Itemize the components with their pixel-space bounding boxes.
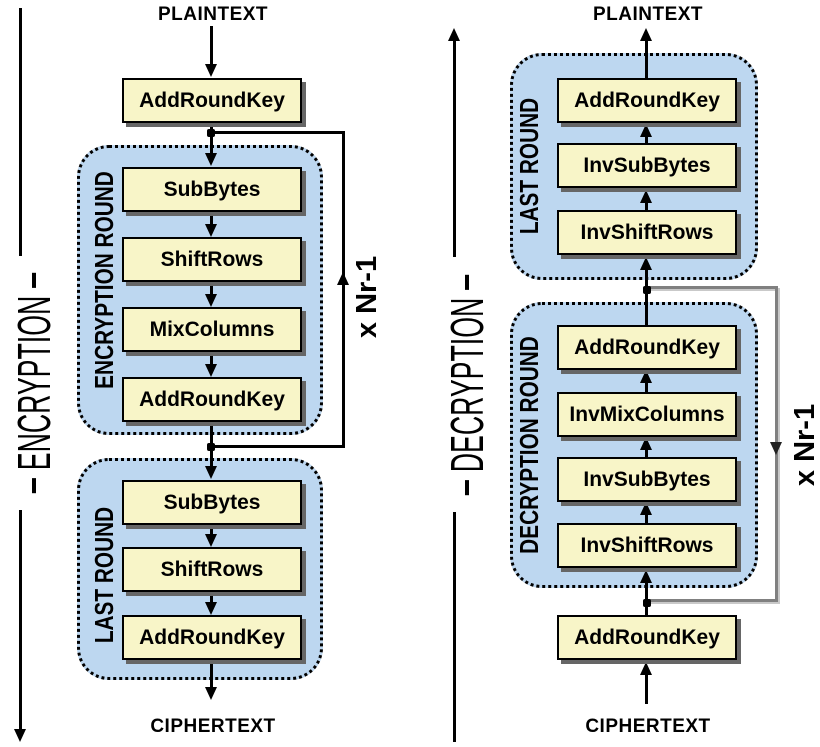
decryption-flow-label: DECRYPTION (441, 257, 493, 512)
dash-line (32, 272, 36, 288)
junction-dot (207, 129, 215, 137)
decryption-flow-line (453, 512, 456, 742)
flow-line (210, 123, 213, 155)
encryption-flow-label-text: ENCRYPTION (8, 295, 60, 471)
flow-line (645, 443, 648, 457)
arrowhead-up-icon (640, 570, 652, 583)
last-round-label: LAST ROUND (88, 506, 119, 644)
flow-line (645, 40, 648, 78)
arrowhead-down-icon (205, 466, 217, 479)
arrowhead-up-icon (640, 124, 652, 137)
shiftrows-box: ShiftRows (122, 547, 302, 592)
addroundkey-box: AddRoundKey (557, 78, 737, 123)
dash-line (465, 274, 469, 290)
flow-line (645, 376, 648, 392)
loop-count-label: x Nr-1 (350, 255, 383, 339)
flow-line (210, 527, 213, 536)
dash-line (32, 478, 36, 494)
subbytes-box: SubBytes (122, 480, 302, 525)
addroundkey-box: AddRoundKey (557, 615, 737, 660)
ciphertext-label: CIPHERTEXT (150, 716, 276, 737)
addroundkey-box: AddRoundKey (557, 325, 737, 370)
invmixcolumns-box: InvMixColumns (557, 392, 737, 437)
decryption-flow-label-text: DECRYPTION (441, 297, 493, 473)
flow-line (210, 214, 213, 226)
mixcolumns-box: MixColumns (122, 307, 302, 352)
loop-line (211, 445, 345, 448)
arrowhead-up-icon (640, 437, 652, 450)
flow-line (645, 196, 648, 210)
flow-line (645, 263, 648, 325)
flow-line (210, 662, 213, 690)
addroundkey-box: AddRoundKey (122, 615, 302, 660)
arrowhead-up-icon (448, 28, 460, 41)
flow-line (645, 508, 648, 523)
encryption-round-label: ENCRYPTION ROUND (88, 171, 119, 389)
addroundkey-box: AddRoundKey (122, 78, 302, 123)
loop-arrowhead-down-icon (770, 442, 782, 455)
arrowhead-up-icon (640, 28, 652, 41)
arrowhead-down-icon (205, 602, 217, 615)
invshiftrows-box: InvShiftRows (557, 523, 737, 568)
ciphertext-label: CIPHERTEXT (585, 716, 711, 737)
arrowhead-up-icon (640, 370, 652, 383)
shiftrows-box: ShiftRows (122, 237, 302, 282)
subbytes-box: SubBytes (122, 167, 302, 212)
loop-line (342, 131, 345, 448)
loop-line (211, 131, 344, 134)
invsubbytes-box: InvSubBytes (557, 457, 737, 502)
loop-line (648, 599, 778, 602)
junction-dot (643, 599, 651, 607)
plaintext-label: PLAINTEXT (592, 4, 704, 25)
arrowhead-down-icon (205, 294, 217, 307)
flow-line (210, 284, 213, 296)
arrowhead-down-icon (205, 687, 217, 700)
loop-count-label: x Nr-1 (788, 403, 820, 487)
encryption-flow-line (19, 510, 22, 730)
arrowhead-down-icon (205, 153, 217, 166)
arrowhead-down-icon (205, 534, 217, 547)
arrowhead-down-icon (205, 364, 217, 377)
dash-line (465, 480, 469, 496)
arrowhead-up-icon (640, 257, 652, 270)
arrowhead-down-icon (205, 224, 217, 237)
encryption-flow-label: ENCRYPTION (8, 255, 60, 510)
arrowhead-down-icon (205, 64, 217, 77)
decryption-round-label: DECRYPTION ROUND (513, 336, 544, 554)
junction-dot (207, 443, 215, 451)
plaintext-label: PLAINTEXT (157, 4, 269, 25)
invshiftrows-box: InvShiftRows (557, 210, 737, 255)
decryption-flow-line (453, 40, 456, 257)
arrowhead-down-icon (14, 729, 26, 742)
flow-line (645, 576, 648, 615)
flow-line (210, 26, 213, 66)
last-round-label: LAST ROUND (513, 97, 544, 235)
flow-line (645, 668, 648, 704)
arrowhead-up-icon (640, 502, 652, 515)
loop-arrowhead-up-icon (337, 272, 349, 285)
flow-line (210, 354, 213, 366)
invsubbytes-box: InvSubBytes (557, 143, 737, 188)
junction-dot (643, 286, 651, 294)
arrowhead-up-icon (640, 190, 652, 203)
encryption-flow-line (19, 8, 22, 256)
loop-line (648, 286, 778, 289)
addroundkey-box: AddRoundKey (122, 377, 302, 422)
arrowhead-up-icon (640, 662, 652, 675)
flow-line (210, 594, 213, 603)
